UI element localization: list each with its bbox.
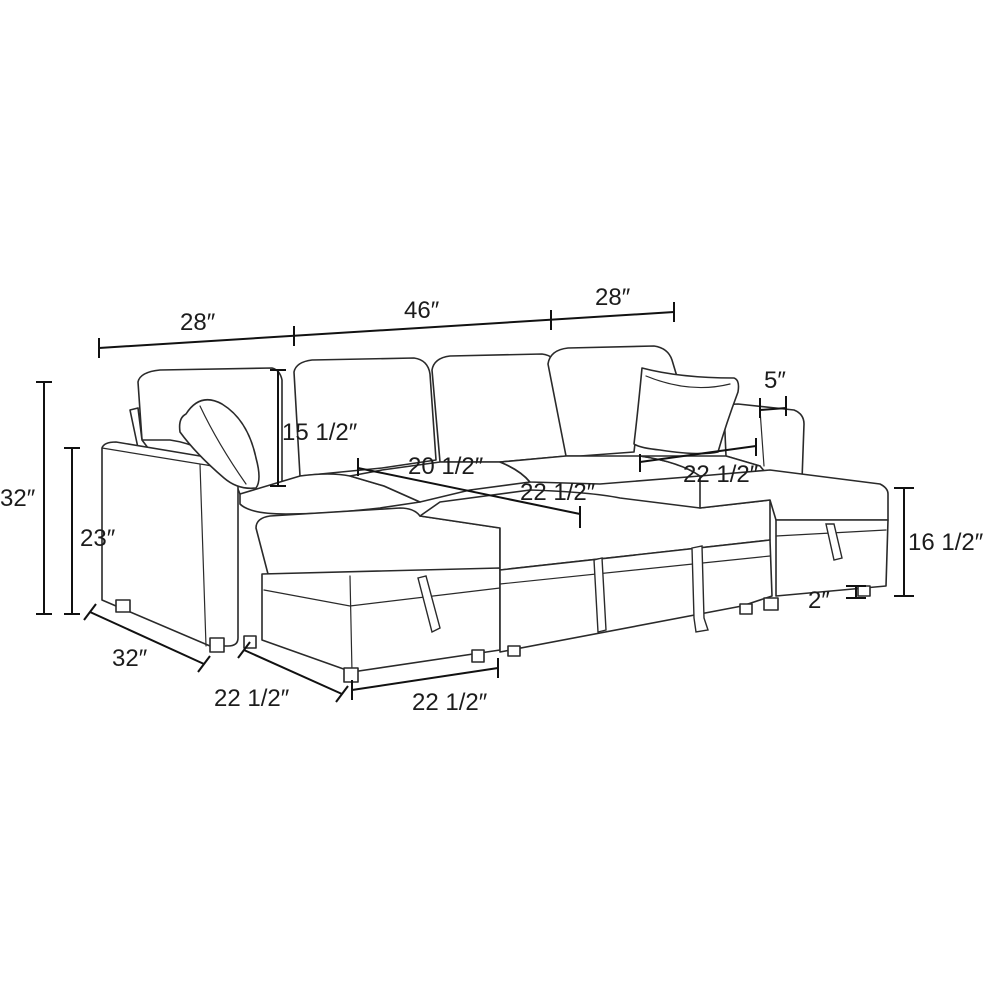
arm-depth-line bbox=[759, 407, 787, 411]
seat-depth-right-line bbox=[639, 445, 757, 463]
dimension-labels: 28″ 46″ 28″ 5″ 15 1/2″ 32″ 23″ 20 1/2″ 2… bbox=[0, 284, 984, 716]
back-cushion-1 bbox=[293, 357, 437, 477]
label-total-height: 32″ bbox=[0, 485, 36, 512]
left-pillow bbox=[178, 398, 260, 490]
right-pillow bbox=[633, 367, 740, 455]
label-side-depth: 32″ bbox=[112, 645, 148, 672]
leg-ottoman-1-front bbox=[343, 667, 359, 683]
leg-ottoman-1-right bbox=[471, 649, 485, 663]
label-seat-depth-left: 20 1/2″ bbox=[408, 453, 484, 480]
ottoman-depth-tick-left bbox=[237, 641, 251, 659]
leg-ottoman-3-right bbox=[857, 585, 871, 597]
ottoman-2-drawer-line bbox=[499, 555, 771, 585]
label-seat-depth-right: 22 1/2″ bbox=[683, 461, 759, 488]
label-arm-depth: 5″ bbox=[764, 367, 786, 394]
label-left-chaise-width: 28″ bbox=[180, 309, 216, 336]
ottoman-width-line bbox=[351, 667, 499, 691]
right-arm-edge bbox=[759, 409, 765, 467]
ottoman-1-drawer-line bbox=[263, 587, 501, 607]
ottoman-depth-line bbox=[243, 649, 343, 695]
back-cushion-2 bbox=[431, 353, 567, 463]
top-width-line bbox=[98, 311, 675, 349]
label-ottoman-depth: 22 1/2″ bbox=[214, 685, 290, 712]
leg-left-arm-front bbox=[209, 637, 225, 653]
leg-ottoman-3-left bbox=[763, 597, 779, 611]
label-middle-width: 46″ bbox=[404, 297, 440, 324]
ottoman-1-front bbox=[261, 567, 501, 673]
ottoman-depth-tick-right bbox=[335, 685, 349, 703]
label-right-chaise-width: 28″ bbox=[595, 284, 631, 311]
dimension-lines bbox=[36, 302, 914, 703]
label-arm-height: 23″ bbox=[80, 525, 116, 552]
ottoman-3-top bbox=[699, 469, 889, 521]
leg-ottoman-2-left bbox=[507, 645, 521, 657]
ottoman-3-strap bbox=[825, 523, 843, 561]
left-pillow-seam bbox=[199, 405, 247, 485]
label-seat-depth-middle: 22 1/2″ bbox=[520, 479, 596, 506]
ottoman-2-strap-right bbox=[691, 545, 709, 633]
leg-left-arm-back bbox=[115, 599, 131, 613]
side-depth-tick-left bbox=[83, 603, 97, 621]
ottoman-2-strap-left bbox=[593, 557, 607, 633]
ottoman-1-corner bbox=[349, 575, 353, 673]
ottoman-3-front bbox=[775, 519, 889, 597]
label-back-height: 15 1/2″ bbox=[282, 419, 358, 446]
label-ottoman-height: 16 1/2″ bbox=[908, 529, 984, 556]
leg-ottoman-2-right bbox=[739, 603, 753, 615]
seat-depth-left-line bbox=[357, 467, 581, 515]
left-back-side bbox=[129, 407, 149, 449]
ottoman-2-front bbox=[499, 539, 773, 653]
right-pillow-seam bbox=[645, 375, 731, 389]
label-leg-height: 2″ bbox=[808, 587, 830, 614]
side-depth-line bbox=[89, 611, 205, 665]
label-ottoman-width: 22 1/2″ bbox=[412, 689, 488, 716]
sectional-sofa-drawing bbox=[101, 345, 889, 683]
ottoman-1-strap bbox=[417, 575, 441, 634]
side-depth-tick-right bbox=[197, 655, 211, 673]
left-arm-front-edge bbox=[199, 463, 207, 647]
